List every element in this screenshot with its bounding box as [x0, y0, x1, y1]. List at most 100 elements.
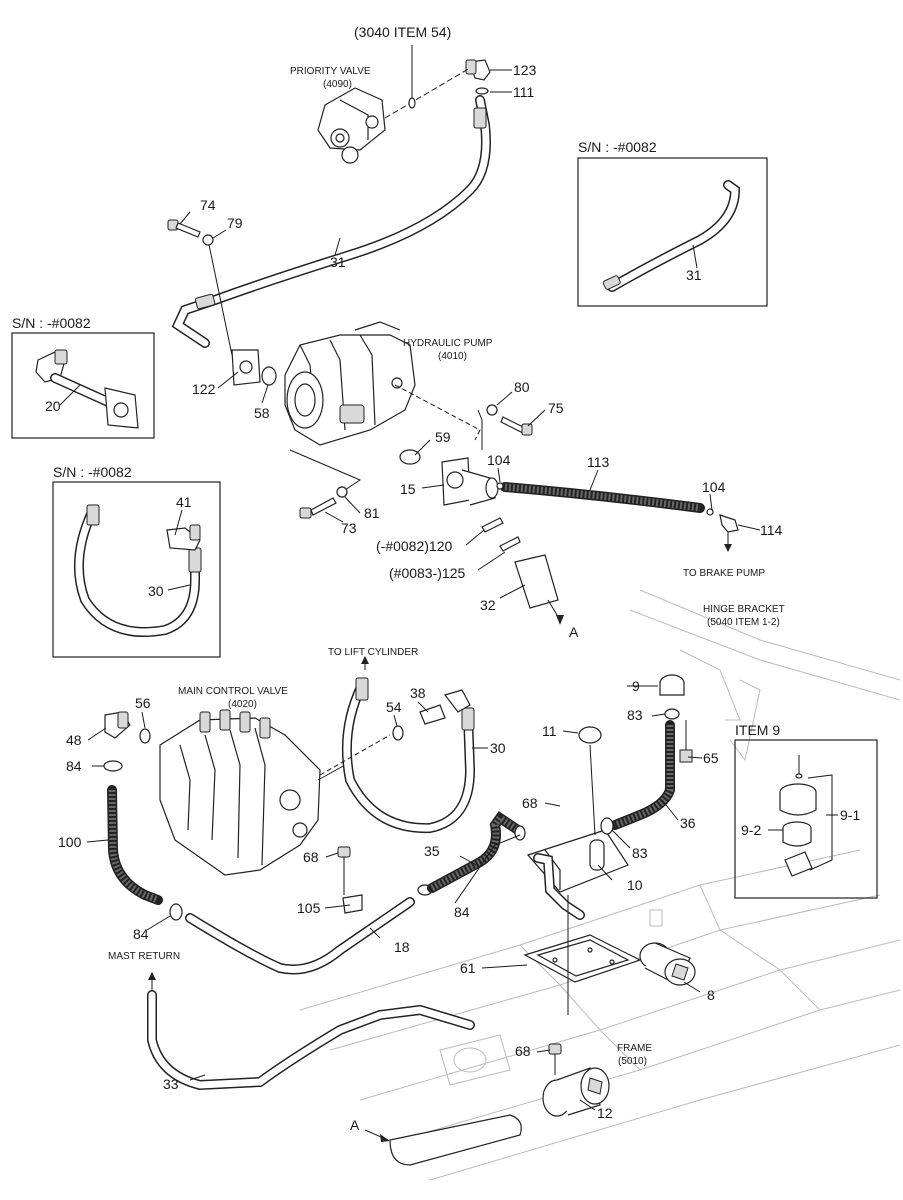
callout-31: 31 [330, 254, 346, 270]
callout-80: 80 [514, 379, 530, 395]
hose-35 [427, 811, 526, 893]
hydraulic-pump-label: HYDRAULIC PUMP [403, 338, 493, 349]
callout-20: 20 [45, 398, 61, 414]
callout-18: 18 [394, 939, 410, 955]
hydraulic-pump [284, 321, 481, 491]
tank-10 [526, 726, 629, 920]
filter-12 [542, 1043, 610, 1117]
hinge-bracket-ref: (5040 ITEM 1-2) [707, 617, 780, 628]
inset-hose-31-box [577, 157, 768, 307]
sn-top-right-label: S/N : -#0082 [578, 139, 657, 155]
callout-125: (#0083-)125 [389, 565, 465, 581]
hydraulic-pump-ref: (4010) [438, 351, 467, 362]
callout-36: 36 [680, 815, 696, 831]
item9-detail-box [734, 739, 878, 899]
callout-84a: 84 [66, 758, 82, 774]
callout-83a: 83 [627, 707, 643, 723]
priority-valve [317, 67, 471, 164]
arrow-a-bottom: A [350, 1117, 360, 1133]
callout-113: 113 [587, 454, 610, 470]
callout-30-lift: 30 [490, 740, 506, 756]
to-lift-cylinder-label: TO LIFT CYLINDER [328, 647, 418, 658]
hose-36 [600, 708, 680, 835]
gasket-61 [523, 895, 642, 1015]
callout-81: 81 [364, 505, 380, 521]
inset-hose-30-box [52, 481, 221, 658]
callout-111: 111 [513, 84, 534, 100]
to-brake-pump-label: TO BRAKE PUMP [683, 568, 765, 579]
mast-return-label: MAST RETURN [108, 951, 180, 962]
callout-68b: 68 [303, 849, 319, 865]
callout-100: 100 [58, 834, 82, 850]
callout-83b: 83 [632, 845, 648, 861]
strainer-8 [639, 942, 696, 986]
callout-12: 12 [597, 1105, 613, 1121]
callout-38: 38 [410, 685, 426, 701]
callout-114: 114 [760, 522, 783, 538]
hose-113 [496, 482, 739, 552]
inset-tube-20-box [11, 332, 155, 439]
callout-68c: 68 [515, 1043, 531, 1059]
callout-105: 105 [297, 900, 321, 916]
sn-left-upper-label: S/N : -#0082 [12, 315, 91, 331]
priority-valve-ref: (4090) [323, 79, 352, 90]
callout-84b: 84 [454, 904, 470, 920]
main-control-valve-label: MAIN CONTROL VALVE [178, 686, 288, 697]
callout-35: 35 [424, 843, 440, 859]
callout-73: 73 [341, 520, 357, 536]
item9-title: ITEM 9 [735, 722, 780, 738]
callout-41: 41 [176, 494, 192, 510]
callout-75: 75 [548, 400, 564, 416]
frame-label: FRAME [617, 1043, 652, 1054]
main-control-valve [159, 709, 346, 876]
bolt-68-clip [337, 846, 351, 895]
callout-54: 54 [386, 699, 402, 715]
pump-suction-flange-15 [399, 409, 499, 506]
hose-30-lift [319, 656, 476, 834]
elbow-48 [103, 711, 151, 772]
callout-84c: 84 [133, 926, 149, 942]
callout-15: 15 [400, 481, 416, 497]
sn-left-lower-label: S/N : -#0082 [53, 464, 132, 480]
callout-9: 9 [632, 678, 640, 694]
bolt-74 [167, 219, 214, 246]
callout-59: 59 [435, 429, 451, 445]
tube-33 [147, 972, 475, 1091]
top-ref-label: (3040 ITEM 54) [354, 24, 451, 40]
callout-61: 61 [460, 960, 476, 976]
hose-100 [107, 785, 183, 921]
callout-79: 79 [227, 215, 243, 231]
hinge-bracket-label: HINGE BRACKET [703, 604, 785, 615]
callout-120: (-#0082)120 [376, 538, 452, 554]
tube-18 [185, 884, 433, 975]
callout-10: 10 [627, 877, 643, 893]
suction-hose-a [364, 1114, 522, 1166]
hose-31 [171, 95, 491, 348]
callout-33: 33 [163, 1076, 179, 1092]
callout-9-2: 9-2 [741, 822, 761, 838]
priority-valve-label: PRIORITY VALVE [290, 66, 371, 77]
bolt-73 [299, 486, 348, 519]
callout-65: 65 [703, 750, 719, 766]
elbow-fitting-123 [465, 59, 491, 95]
main-control-valve-ref: (4020) [228, 699, 257, 710]
fittings-120-125 [481, 517, 564, 625]
bolt-75 [486, 404, 533, 436]
frame-ref: (5010) [618, 1056, 647, 1067]
callout-8: 8 [707, 987, 715, 1003]
callout-56: 56 [135, 695, 151, 711]
flange-122 [207, 239, 277, 386]
callout-31-inset: 31 [686, 267, 702, 283]
leader-lines [59, 45, 838, 1111]
callout-104a: 104 [487, 452, 511, 468]
callout-30-inset: 30 [148, 583, 164, 599]
callout-58: 58 [254, 405, 270, 421]
callout-48: 48 [66, 732, 82, 748]
callout-68a: 68 [522, 795, 538, 811]
callout-104b: 104 [702, 479, 726, 495]
callout-32: 32 [480, 597, 496, 613]
callout-11: 11 [542, 723, 557, 739]
callout-9-1: 9-1 [840, 807, 860, 823]
